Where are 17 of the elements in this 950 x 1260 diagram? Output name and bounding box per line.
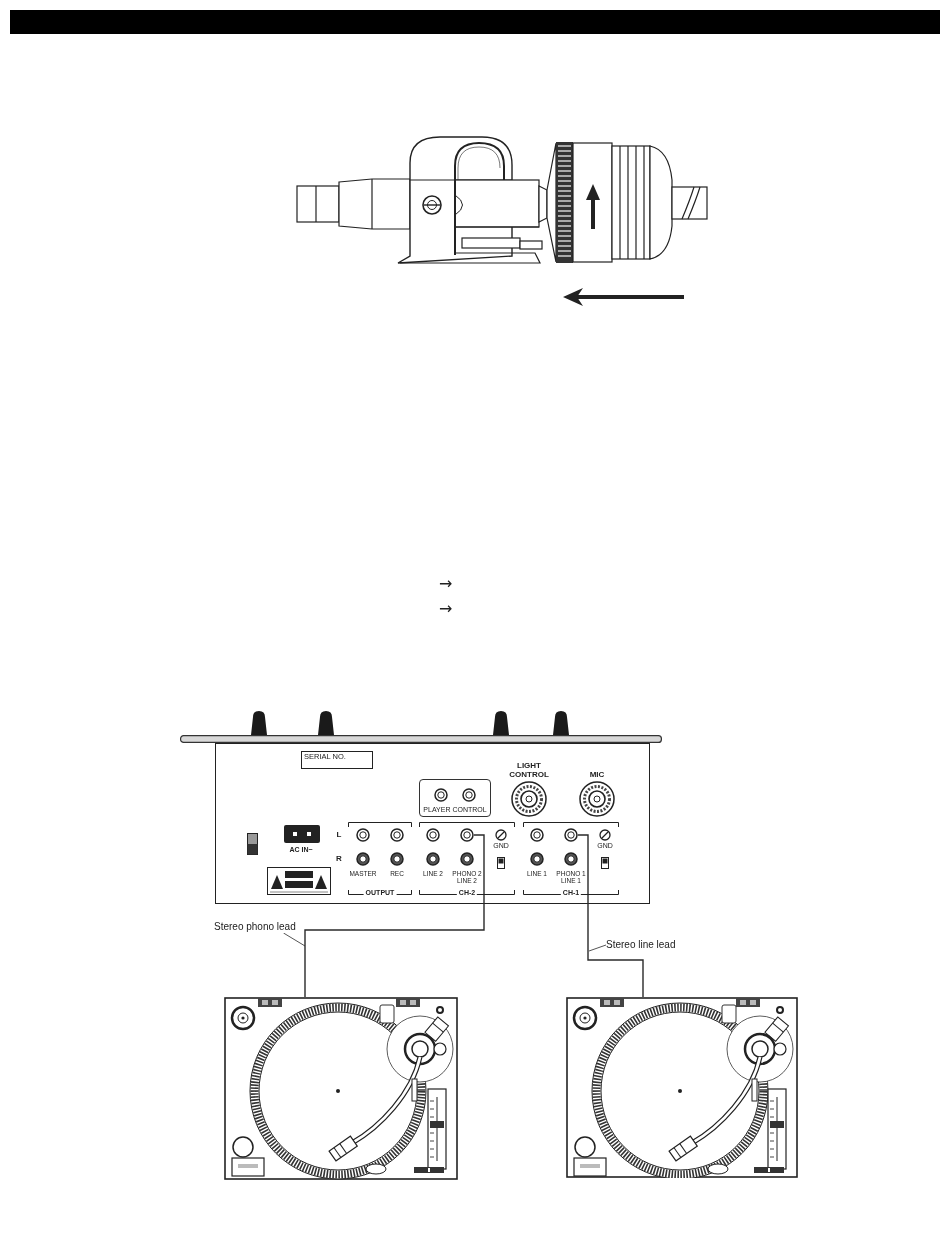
leader-line [283,932,306,947]
leader-line [588,944,607,952]
mixer-rear-panel [215,743,650,904]
audio-cable [304,834,485,998]
turntable-drawing [566,997,798,1178]
arrow-glyph: → [439,575,453,594]
rca-jack-icon [460,828,474,842]
panel-label: MIC [589,770,605,780]
callout-text: Stereo phono lead [214,921,296,933]
audio-cable [577,834,644,998]
panel-label: L [336,830,342,840]
turntable-drawing [224,997,458,1180]
rca-jack-icon [564,828,578,842]
arrow-glyph: → [439,600,453,619]
panel-label: LIGHT CONTROL [508,761,550,780]
callout-text: Stereo line lead [606,939,676,951]
panel-label: R [336,854,342,864]
